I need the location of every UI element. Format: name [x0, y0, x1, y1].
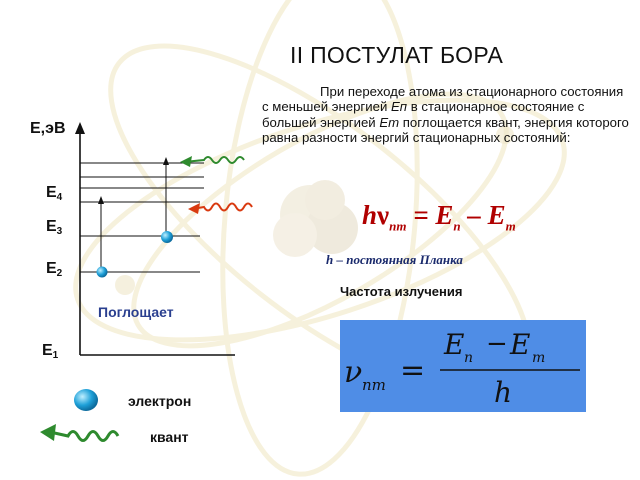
quantum-legend-icon — [49, 430, 120, 442]
quantum-wave-upper — [183, 156, 245, 164]
frequency-formula-box: ν nm = E n − E m h — [340, 320, 586, 412]
electron-on-e3 — [161, 231, 173, 243]
legend-quantum-label: квант — [150, 429, 189, 445]
frequency-lhs-sub: nm — [362, 376, 386, 394]
intro-part-2: в стационарное состояние с большей энерг… — [262, 99, 585, 130]
intro-en: Еm — [379, 114, 400, 130]
legend-electron-label: электрон — [128, 393, 192, 409]
frequency-formula: ν nm = E n − E m h — [344, 328, 580, 409]
energy-axis-label: Е,эВ — [30, 120, 66, 137]
level-label-e3: E3 — [46, 218, 63, 237]
transition-arrowhead-2 — [163, 157, 169, 165]
level-label-e4: E4 — [46, 184, 63, 203]
intro-paragraph: При переходе атома из стационарного сост… — [262, 84, 632, 146]
quantum-legend-arrowhead — [40, 424, 56, 441]
electron-on-e2 — [96, 266, 108, 278]
absorbs-label: Поглощает — [98, 304, 174, 320]
frequency-num-minus: − — [486, 329, 508, 359]
frequency-num-en-sub: n — [464, 350, 473, 366]
planck-note: h – постоянная Планка — [326, 252, 463, 267]
electron-legend-icon — [74, 389, 98, 411]
frequency-num-en: E — [443, 328, 464, 361]
frequency-num-em-sub: m — [532, 350, 545, 366]
frequency-label: Частота излучения — [340, 284, 463, 299]
energy-formula: hνnm = En – Em — [362, 200, 516, 234]
quantum-arrowhead-upper — [180, 156, 192, 167]
quantum-wave-lower — [191, 202, 253, 212]
quantum-arrowhead-lower — [188, 203, 200, 214]
frequency-num-em: E — [509, 328, 530, 361]
intro-part-3: поглощается квант, энергия которого равн… — [262, 114, 629, 146]
energy-axis-arrowhead — [75, 122, 85, 134]
level-label-e2: E2 — [46, 260, 63, 279]
intro-em: Еп — [390, 99, 408, 115]
frequency-lhs-nu: ν — [344, 355, 362, 390]
frequency-den-h: h — [494, 376, 512, 409]
frequency-equals: = — [400, 353, 425, 388]
intro-part-1: При переходе атома из стационарного сост… — [262, 84, 624, 115]
transition-arrowhead-1 — [98, 196, 104, 204]
slide-title: II ПОСТУЛАТ БОРА — [290, 42, 504, 68]
level-label-e1: E1 — [42, 342, 59, 361]
